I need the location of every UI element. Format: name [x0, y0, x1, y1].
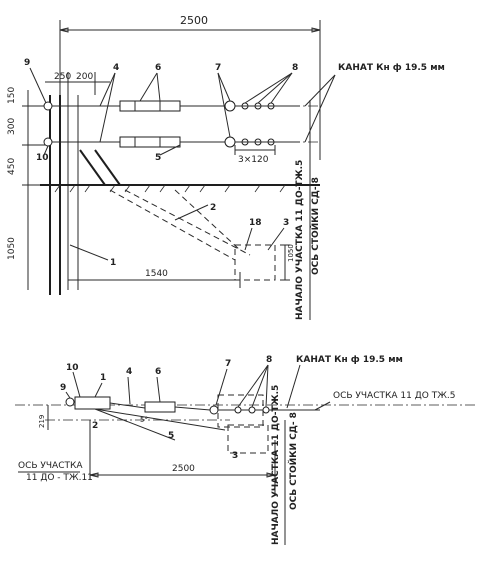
- callout-18-top: 18: [249, 218, 262, 228]
- callout-1-top: 1: [110, 258, 116, 268]
- axis-left-bottom: ОСЬ УЧАСТКА 11 ДО - ТЖ.11: [18, 461, 93, 483]
- callout-5-bottom: 5: [168, 431, 174, 441]
- dimension-2500-top: 2500: [59, 14, 321, 160]
- dim-total-label: 2500: [180, 14, 208, 27]
- callout-8-top: 8: [292, 63, 298, 73]
- cable-label-top: КАНАТ Кн ф 19.5 мм: [304, 63, 445, 143]
- upper-cable-assembly: [43, 100, 320, 112]
- callouts-top: 9 4 6 7 8 10 5 2 18 3 1: [24, 58, 298, 268]
- top-cable-label: КАНАТ Кн ф 19.5 мм: [338, 63, 445, 73]
- bottom-vertical-text-1: НАЧАЛО УЧАСТКА 11 ДО-ТЖ.5: [271, 385, 281, 545]
- callout-8-bottom: 8: [266, 355, 272, 365]
- callout-3-top: 3: [283, 218, 289, 228]
- section-start-reference-bottom: НАЧАЛО УЧАСТКА 11 ДО-ТЖ.5 ОСЬ СТОЙКИ СД-…: [271, 385, 299, 545]
- bottom-cable-assembly: [65, 396, 320, 441]
- callout-10-top: 10: [36, 153, 49, 163]
- dimension-left-vertical: 150 300 450 1050: [7, 87, 45, 290]
- callout-4-top: 4: [113, 63, 119, 73]
- bottom-axis-right: ОСЬ УЧАСТКА 11 ДО ТЖ.5: [333, 391, 455, 401]
- callout-5-top: 5: [155, 153, 161, 163]
- dim-150-label: 150: [7, 87, 17, 104]
- dimension-250-200: 250 200: [45, 72, 110, 95]
- dimension-219: 219: [38, 405, 49, 430]
- bottom-axis-left-1: ОСЬ УЧАСТКА: [18, 461, 83, 471]
- dim-450-label: 450: [7, 158, 17, 175]
- top-view: 2500 250 200 150 300 450 1050: [7, 14, 445, 320]
- bottom-dim-2500: 2500: [172, 464, 195, 474]
- bottom-axis-left-2: 11 ДО - ТЖ.11: [26, 473, 93, 483]
- dimension-1540: 1540: [68, 269, 241, 288]
- ground-line-top: [40, 184, 320, 193]
- callout-2-top: 2: [210, 203, 216, 213]
- top-vertical-text-1: НАЧАЛО УЧАСТКА 11 ДО-ТЖ.5: [295, 160, 305, 320]
- callout-4-bottom: 4: [126, 367, 132, 377]
- bottom-dim-219: 219: [38, 415, 46, 428]
- anchor-footing: 1050: [234, 244, 295, 281]
- dim-spacing-label: 3×120: [238, 155, 269, 165]
- dimension-spacing: 3×120: [234, 145, 276, 165]
- callout-10-bottom: 10: [66, 363, 79, 373]
- dim-1540-label: 1540: [145, 269, 168, 279]
- bottom-view: КАНАТ Кн ф 19.5 мм ОСЬ УЧАСТКА 11 ДО ТЖ.…: [15, 355, 475, 545]
- cable-label-bottom: КАНАТ Кн ф 19.5 мм: [286, 355, 403, 409]
- callouts-bottom: 10 9 1 4 6 2 5 7 8 3: [60, 355, 272, 461]
- top-vertical-text-2: ОСЬ СТОЙКИ СД- 8: [309, 177, 321, 275]
- callout-6-bottom: 6: [155, 367, 161, 377]
- callout-3-bottom: 3: [232, 451, 238, 461]
- bottom-dashed-boxes: [217, 394, 269, 454]
- callout-9-bottom: 9: [60, 383, 66, 393]
- callout-7-top: 7: [215, 63, 221, 73]
- callout-1-bottom: 1: [100, 373, 106, 383]
- dim-1050-label: 1050: [7, 237, 17, 260]
- dimension-2500-bottom: 2500: [89, 420, 276, 495]
- callout-7-bottom: 7: [225, 359, 231, 369]
- bottom-cable-label: КАНАТ Кн ф 19.5 мм: [296, 355, 403, 365]
- bottom-angle: 5°: [140, 416, 148, 424]
- section-start-reference-top: НАЧАЛО УЧАСТКА 11 ДО-ТЖ.5 ОСЬ СТОЙКИ СД-…: [295, 100, 321, 320]
- callout-9-top: 9: [24, 58, 30, 68]
- dim-200-label: 200: [76, 72, 93, 82]
- post-structure: [49, 95, 79, 295]
- dim-1050-small-label: 1050: [287, 244, 295, 262]
- dim-300-label: 300: [7, 118, 17, 135]
- dim-250-label: 250: [54, 72, 71, 82]
- callout-6-top: 6: [155, 63, 161, 73]
- diagonal-brace: [79, 149, 251, 261]
- axis-right-bottom: ОСЬ УЧАСТКА 11 ДО ТЖ.5: [314, 391, 455, 411]
- callout-2-bottom: 2: [92, 421, 98, 431]
- bottom-vertical-text-2: ОСЬ СТОЙКИ СД- 8: [287, 412, 299, 510]
- lower-cable-assembly: [43, 136, 320, 148]
